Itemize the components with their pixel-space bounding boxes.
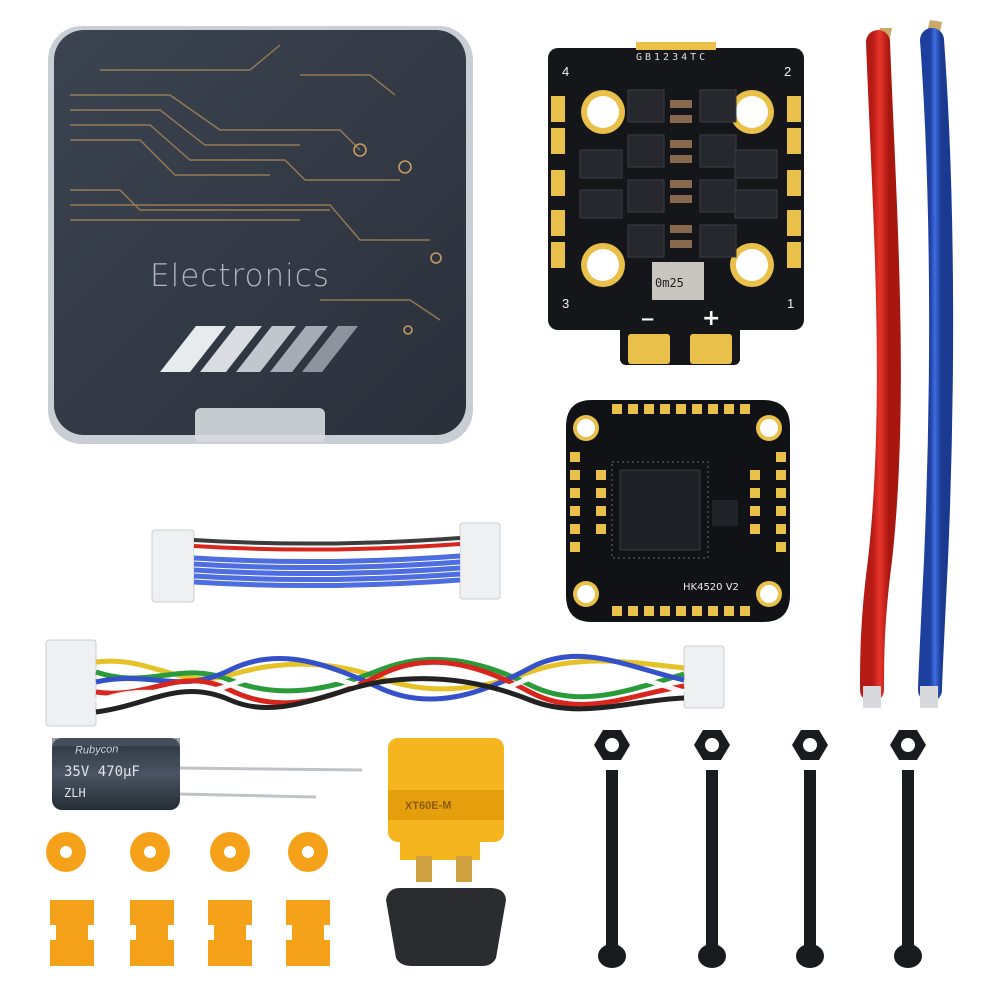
capacitor-series: ZLH (64, 786, 86, 800)
esc-motor-number: 3 (562, 296, 570, 311)
fc-solder-pads (570, 404, 786, 616)
blue-power-wire (918, 20, 954, 708)
flight-controller (566, 400, 790, 622)
case-stripe-logo (160, 326, 358, 372)
esc-mosfets (579, 89, 778, 258)
esc-shunt-resistor (652, 262, 704, 300)
esc-shunt-label: 0m25 (655, 276, 684, 290)
mounting-screws (594, 730, 926, 968)
case-brand-label: Electronics (150, 258, 330, 294)
xt60-connector (386, 738, 506, 966)
circuit-traces (70, 44, 441, 321)
esc-pin-labels: GB1234TC (636, 52, 709, 63)
jst-flat-cable (151, 522, 501, 603)
fc-mount-holes (573, 415, 782, 607)
esc-mount-holes (581, 90, 774, 287)
esc-board (548, 42, 804, 365)
esc-motor-number: 4 (562, 64, 570, 79)
orange-spacers (50, 900, 330, 966)
esc-motor-number: 2 (784, 64, 792, 79)
electrolytic-capacitor (52, 738, 363, 810)
fc-model-label: HK4520 V2 (683, 582, 739, 593)
xt60-model-label: XT60E-M (404, 799, 452, 813)
red-power-wire (860, 28, 901, 708)
capacitor-rating: 35V 470μF (64, 764, 140, 780)
fc-mcu-chip (619, 469, 701, 551)
esc-motor-pads (551, 96, 801, 364)
esc-negative-marker: − (640, 309, 656, 330)
xt60-cap (386, 888, 506, 966)
esc-positive-marker: + (702, 306, 721, 331)
twisted-multicolor-cable (45, 639, 725, 727)
capacitor-brand: Rubycon (74, 743, 119, 757)
orange-washers (46, 832, 328, 872)
esc-motor-number: 1 (787, 296, 795, 311)
storage-case (48, 26, 473, 444)
